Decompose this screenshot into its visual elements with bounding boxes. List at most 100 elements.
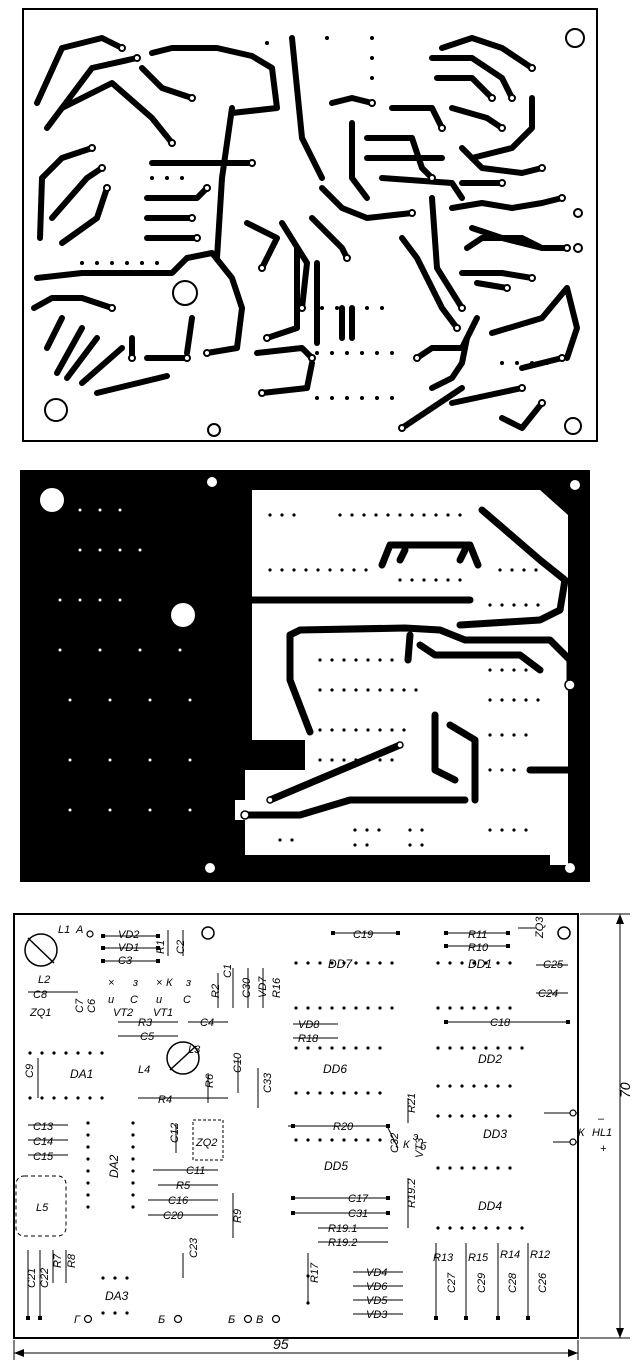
label-c25: C25 <box>543 959 564 971</box>
placement-holes <box>201 926 571 940</box>
label-c13: C13 <box>33 1121 54 1133</box>
label-c29: C29 <box>476 1273 488 1293</box>
label-r5: R5 <box>176 1180 191 1192</box>
label-terminal-b1: Б <box>158 1314 165 1326</box>
ic-pins <box>28 961 524 1315</box>
solder-side-drawing <box>22 8 598 442</box>
label-l2: L2 <box>38 974 50 986</box>
label-dd2: DD2 <box>478 1052 502 1066</box>
label-c20: C20 <box>163 1210 184 1222</box>
label-r19-1: R19.1 <box>328 1223 357 1235</box>
label-c4: C4 <box>200 1017 214 1029</box>
label-zq3: ZQ3 <box>534 916 546 939</box>
label-r13: R13 <box>433 1252 454 1264</box>
label-vd6: VD6 <box>366 1281 388 1293</box>
pin-k3: К <box>166 977 173 989</box>
label-c5: C5 <box>140 1031 155 1043</box>
pin-k2: × <box>156 977 162 989</box>
isolated-pads <box>58 508 192 812</box>
component-leads <box>27 927 578 1318</box>
label-c27: C27 <box>446 1272 458 1293</box>
pin-e1: и <box>108 994 114 1006</box>
label-c17: C17 <box>348 1193 369 1205</box>
label-c7: C7 <box>74 998 86 1013</box>
label-r7: R7 <box>52 1253 64 1268</box>
label-c22: C22 <box>39 1268 51 1288</box>
label-vd5: VD5 <box>366 1295 388 1307</box>
label-r12: R12 <box>530 1249 550 1261</box>
label-terminal-b2: Б <box>228 1314 235 1326</box>
label-r16: R16 <box>271 977 283 998</box>
label-r10: R10 <box>468 942 489 954</box>
label-c28: C28 <box>507 1272 519 1293</box>
etched-area <box>235 490 568 865</box>
label-r21: R20 <box>333 1121 354 1133</box>
etched-area-holes <box>268 513 540 847</box>
pin-3a: з <box>132 977 138 989</box>
label-c32: C32 <box>389 1133 401 1153</box>
component-labels: L1 L2 L3 L4 L5 А VD2 VD1 C3 R1 C2 × з × … <box>24 916 612 1326</box>
label-dd4: DD4 <box>478 1199 502 1213</box>
label-c26: C26 <box>537 1272 549 1293</box>
pin-e2: и <box>156 994 162 1006</box>
label-r3: R3 <box>138 1017 153 1029</box>
label-r9: R9 <box>232 1209 244 1223</box>
mounting-hole <box>40 488 64 512</box>
mounting-hole <box>207 423 221 437</box>
label-vd7: VD7 <box>257 976 269 998</box>
label-c10: C10 <box>232 1052 244 1073</box>
label-c18: C18 <box>490 1017 511 1029</box>
label-dd6: DD6 <box>323 1062 347 1076</box>
width-dimension: 95 <box>273 1336 289 1352</box>
trace-end-pads <box>240 679 576 820</box>
zq2-outline <box>192 1119 224 1161</box>
label-da1: DA1 <box>70 1067 93 1081</box>
coil-mark <box>169 1045 197 1071</box>
mounting-hole <box>564 417 582 435</box>
label-r18: R18 <box>298 1033 319 1045</box>
mounting-hole <box>44 398 68 422</box>
label-c16: C16 <box>168 1195 189 1207</box>
label-c9: C9 <box>24 1064 36 1078</box>
label-c1: C1 <box>222 964 234 978</box>
label-dd3: DD3 <box>483 1127 507 1141</box>
mounting-hole <box>207 477 217 487</box>
mounting-hole <box>565 863 575 873</box>
label-dd7: DD7 <box>328 957 353 971</box>
copper-traces <box>31 35 580 431</box>
pin-e-vt3: э <box>413 1131 419 1143</box>
label-da2: DA2 <box>107 1154 121 1178</box>
label-vd4: VD4 <box>366 1267 387 1279</box>
label-c14: C14 <box>33 1136 53 1148</box>
label-c30: C30 <box>241 977 253 998</box>
label-dd1: DD1 <box>468 957 492 971</box>
label-k: К <box>578 1127 585 1139</box>
label-l3: L3 <box>188 1044 201 1056</box>
label-vd2: VD2 <box>118 929 139 941</box>
label-l5: L5 <box>36 1202 49 1214</box>
label-l4: L4 <box>138 1064 150 1076</box>
pads <box>88 44 583 432</box>
via-holes <box>80 36 549 400</box>
label-c2: C2 <box>175 940 187 954</box>
mounting-hole <box>171 603 195 627</box>
pin-k-vt3: К <box>403 1139 410 1151</box>
pcb-component-side <box>20 470 590 882</box>
placement-drawing: 95 70 <box>13 913 633 1360</box>
label-zq2: ZQ2 <box>195 1137 217 1149</box>
label-c8: C8 <box>33 989 48 1001</box>
label-r11: R11 <box>468 929 487 941</box>
label-r17: R17 <box>309 1262 321 1283</box>
label-vt3: VT3 <box>414 1137 426 1158</box>
label-c23: C23 <box>188 1237 200 1258</box>
label-c19: C19 <box>353 929 373 941</box>
dimension-arrows <box>14 914 624 1357</box>
label-l1: L1 <box>58 924 70 936</box>
label-c15: C15 <box>33 1151 54 1163</box>
label-r20: R19.2 <box>406 1179 418 1208</box>
label-r15: R15 <box>468 1252 489 1264</box>
pin-c-a: С <box>130 994 138 1006</box>
component-placement: 95 70 <box>8 908 634 1363</box>
label-r4: R4 <box>158 1094 172 1106</box>
label-vt2: VT2 <box>113 1007 133 1019</box>
